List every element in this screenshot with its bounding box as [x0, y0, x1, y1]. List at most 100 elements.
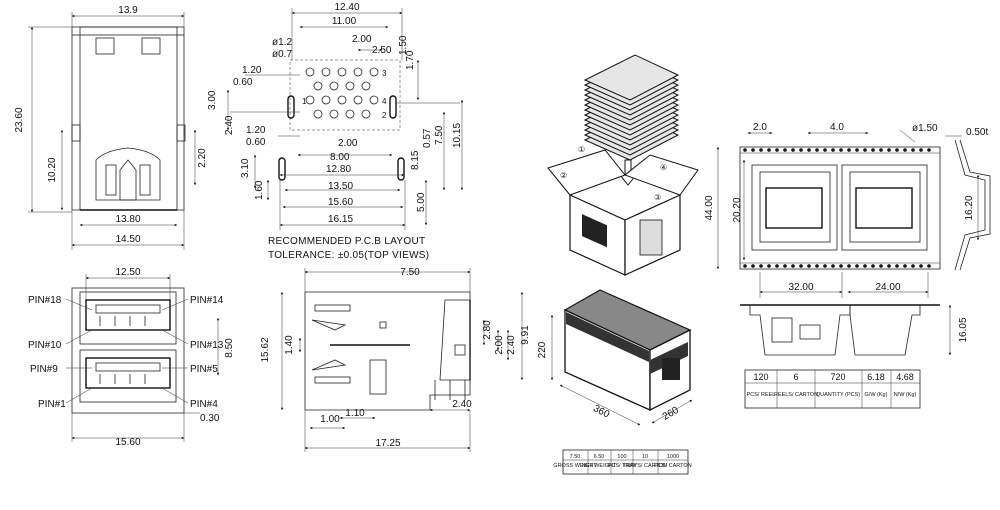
pcb-815-label: 8.15 [410, 150, 421, 170]
pcb-170-label: 1.70 [405, 50, 416, 70]
tape-4400-label: 44.00 [704, 195, 715, 220]
pcb-240-label: 2.40 [224, 115, 235, 135]
reel-table-lbl-4: N/W (Kg) [894, 392, 917, 398]
pin-13-label: PIN#13 [190, 340, 224, 351]
pin-label-4: 4 [382, 97, 387, 106]
sprocket-hole [759, 264, 763, 268]
sprocket-hole [775, 264, 779, 268]
sprocket-hole [815, 148, 819, 152]
pcb-phi12-label: ø1.2 [272, 37, 292, 48]
tray-table-lbl-2: PCS/ TRAY [608, 463, 637, 469]
step-label-3: ③ [654, 193, 661, 202]
pin-label-3: 3 [382, 69, 387, 78]
tape-2020-label: 20.20 [732, 197, 743, 222]
pcb-250-label: 2.50 [372, 45, 392, 56]
packing-table-reels: 120 6 720 6.18 4.68 PCS/ REEL REELS/ CAR… [744, 369, 921, 409]
side-view: 7.50 15.62 1.40 2.80 2.00 2.40 9.91 1.10… [260, 267, 531, 452]
sprocket-holes-top [743, 148, 931, 152]
pin-1560-label: 15.60 [115, 437, 140, 448]
sprocket-hole [783, 264, 787, 268]
sprocket-hole [759, 148, 763, 152]
sprocket-hole [927, 264, 931, 268]
pcb-1615-label: 16.15 [328, 214, 353, 225]
pcb-200-top-label: 2.00 [352, 34, 372, 45]
sprocket-hole [839, 148, 843, 152]
sprocket-hole [775, 148, 779, 152]
reel-table-val-4: 4.68 [896, 372, 914, 382]
sprocket-hole [863, 148, 867, 152]
reel-table-val-1: 6 [793, 372, 798, 382]
side-140-label: 1.40 [284, 335, 295, 355]
sprocket-hole [847, 264, 851, 268]
tray-table-val-2: 100 [617, 454, 626, 460]
sprocket-hole [751, 148, 755, 152]
tape-050t-label: 0.50t [966, 127, 988, 138]
sprocket-hole [799, 264, 803, 268]
sprocket-hole [815, 264, 819, 268]
sprocket-hole [831, 148, 835, 152]
pcb-note-line1: RECOMMENDED P.C.B LAYOUT [268, 236, 425, 247]
pin-1-label: PIN#1 [38, 399, 66, 410]
reel-table-val-3: 6.18 [867, 372, 885, 382]
sprocket-hole [807, 148, 811, 152]
sprocket-hole [791, 264, 795, 268]
pin-label-2: 2 [382, 111, 387, 120]
sprocket-hole [743, 148, 747, 152]
sprocket-hole [895, 264, 899, 268]
tray-table-lbl-1: NET WEIGHT [582, 463, 617, 469]
pcb-060b-label: 0.60 [246, 137, 266, 148]
carton-width-label: 260 [661, 405, 681, 423]
tape-20-label: 2.0 [753, 122, 767, 133]
sprocket-hole [863, 264, 867, 268]
tray-table-val-4: 1000 [667, 454, 679, 460]
tray-stack [583, 54, 680, 161]
sprocket-hole [887, 264, 891, 268]
pcb-800-label: 8.00 [330, 152, 350, 163]
sprocket-hole [879, 148, 883, 152]
reel-table-lbl-2: QUANTITY (PCS) [816, 392, 860, 398]
pin-1250-label: 12.50 [115, 267, 140, 278]
side-240-label: 2.40 [506, 335, 517, 355]
tape-1605-label: 16.05 [958, 317, 969, 342]
pcb-160-label: 1.60 [254, 180, 265, 200]
step-label-4: ④ [660, 163, 667, 172]
pin-view: 12.50 8.50 0.30 15.60 PIN#18 PIN#14 PIN#… [28, 267, 235, 448]
pcb-1560-label: 15.60 [328, 197, 353, 208]
side-280-label: 2.80 [482, 320, 493, 340]
front-1450-label: 14.50 [115, 234, 140, 245]
reel-table-lbl-3: G/W (Kg) [865, 392, 888, 398]
pin-label-1: 1 [302, 97, 307, 106]
sprocket-holes-bottom [743, 264, 931, 268]
pin-18-label: PIN#18 [28, 295, 62, 306]
pcb-1350-label: 13.50 [328, 181, 353, 192]
sprocket-hole [823, 148, 827, 152]
pcb-hole-grid [305, 67, 379, 119]
carton-length-label: 360 [591, 403, 611, 421]
pin-9-label: PIN#9 [30, 364, 58, 375]
packaging-box-illustration: ① ② ③ ④ [547, 54, 699, 276]
front-1020-label: 10.20 [47, 157, 58, 182]
pcb-060-label: 0.60 [233, 77, 253, 88]
sprocket-hole [903, 148, 907, 152]
sprocket-hole [807, 264, 811, 268]
packing-table-trays: 7.50 6.50 100 10 1000 GROSS WEIGHT NET W… [553, 449, 692, 475]
step-label-2: ② [560, 171, 567, 180]
reel-table-lbl-1: REELS/ CARTON [774, 392, 818, 398]
side-100-label: 1.00 [320, 414, 340, 425]
sprocket-hole [767, 148, 771, 152]
tray-table-lbl-3: TRAYS/ CARTON [623, 463, 667, 469]
pcb-300-label: 3.00 [207, 90, 218, 110]
tray-table-val-0: 7.50 [570, 454, 581, 460]
pcb-note-line2: TOLERANCE: ±0.05(TOP VIEWS) [268, 250, 429, 261]
pin-10-label: PIN#10 [28, 340, 62, 351]
sprocket-hole [847, 148, 851, 152]
sprocket-hole [783, 148, 787, 152]
sprocket-hole [911, 148, 915, 152]
pcb-1100-label: 11.00 [332, 16, 357, 27]
pin-850-label: 8.50 [224, 338, 235, 358]
pcb-057-label: 0.57 [422, 128, 433, 148]
pcb-150-label: 1.50 [398, 35, 409, 55]
tray-table-val-3: 10 [642, 454, 648, 460]
front-width-top-label: 13.9 [118, 5, 138, 16]
